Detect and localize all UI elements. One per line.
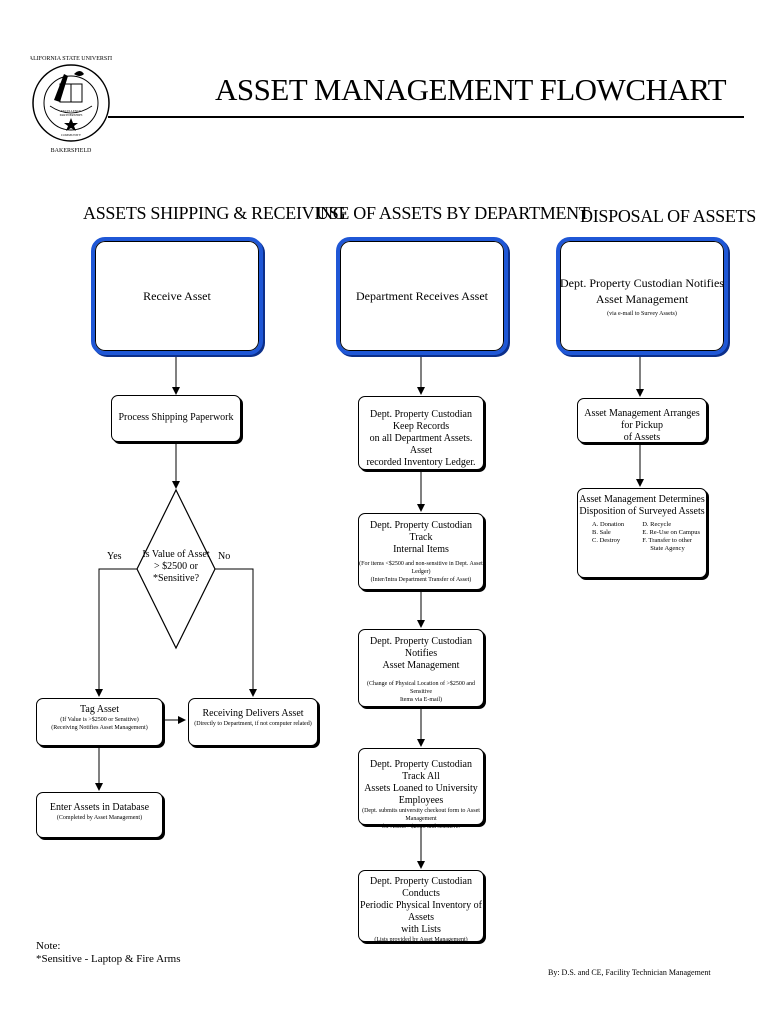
periodic-inventory-step: Dept. Property Custodian Conducts Period…: [358, 870, 484, 943]
track-loaned-assets-step: Dept. Property Custodian Track All Asset…: [358, 748, 484, 830]
svg-text:CALIFORNIA STATE UNIVERSITY: CALIFORNIA STATE UNIVERSITY: [30, 56, 112, 62]
university-seal-logo: CALIFORNIA STATE UNIVERSITY BAKERSFIELD …: [30, 56, 112, 154]
tag-asset-step: Tag Asset (If Value is >$2500 or Sensiti…: [36, 698, 163, 746]
arrange-pickup-step: Asset Management Arranges for Pickup of …: [577, 398, 707, 443]
title-rule: [108, 116, 744, 118]
decision-text: Is Value of Asset > $2500 or *Sensitive?: [142, 549, 210, 584]
disposition-options-right: D. Recycle E. Re-Use on Campus F. Transf…: [642, 521, 700, 552]
receiving-delivers-asset-step: Receiving Delivers Asset (Directly to De…: [188, 698, 318, 746]
footnote: Note: *Sensitive - Laptop & Fire Arms: [36, 940, 181, 966]
receive-asset-start: Receive Asset: [91, 237, 263, 355]
svg-text:EXCELLENCE: EXCELLENCE: [61, 109, 82, 113]
heading-use-by-department: USE OF ASSETS BY DEPARTMENT: [316, 203, 590, 223]
track-internal-items-step: Dept. Property Custodian Track Internal …: [358, 513, 484, 590]
enter-assets-database-step: Enter Assets in Database (Completed by A…: [36, 792, 163, 838]
credit-text: By: D.S. and CE, Facility Technician Man…: [548, 968, 711, 977]
svg-text:COMMUNITY: COMMUNITY: [61, 133, 82, 137]
process-shipping-paperwork-step: Process Shipping Paperwork: [111, 395, 241, 442]
keep-records-step: Dept. Property Custodian Keep Records on…: [358, 396, 484, 470]
decision-no-label: No: [218, 551, 231, 562]
heading-disposal: DISPOSAL OF ASSETS: [580, 206, 756, 226]
page-title: ASSET MANAGEMENT FLOWCHART: [215, 72, 727, 107]
notify-asset-management-step: Dept. Property Custodian Notifies Asset …: [358, 629, 484, 707]
svg-text:BAKERSFIELD: BAKERSFIELD: [51, 148, 92, 154]
svg-text:PARTNERSHIPS: PARTNERSHIPS: [60, 113, 83, 117]
custodian-notifies-start: Dept. Property Custodian Notifies Asset …: [556, 237, 728, 355]
determine-disposition-step: Asset Management Determines Disposition …: [577, 488, 707, 578]
heading-shipping-receiving: ASSETS SHIPPING & RECEIVING: [83, 203, 346, 223]
footnote-text: *Sensitive - Laptop & Fire Arms: [36, 953, 181, 965]
decision-diamond: [136, 488, 216, 650]
disposition-options-left: A. Donation B. Sale C. Destroy: [592, 521, 625, 544]
footnote-label: Note:: [36, 940, 61, 952]
decision-yes-label: Yes: [107, 551, 122, 562]
department-receives-asset-start: Department Receives Asset: [336, 237, 508, 355]
disposition-options: A. Donation B. Sale C. Destroy D. Recycl…: [578, 518, 706, 553]
